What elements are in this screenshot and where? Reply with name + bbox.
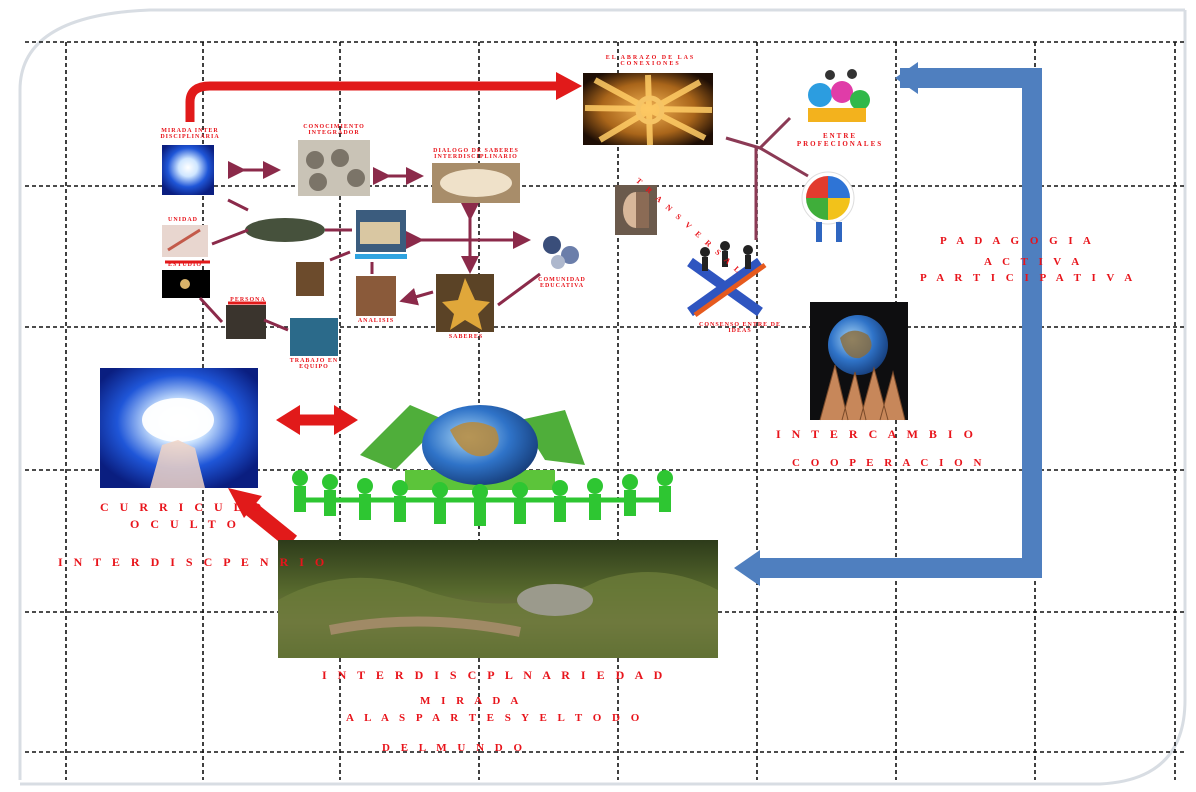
connections-image — [583, 73, 713, 146]
label-oculto: O C U L T O — [130, 517, 240, 531]
label-interdisciplinariedad: I N T E R D I S C P L N A R I E D A D — [322, 668, 667, 682]
recycle-globe-image — [292, 405, 673, 526]
network-nodes — [162, 140, 587, 356]
caption-node-6: COMUNIDAD EDUCATIVA — [538, 277, 586, 289]
label-del-mundo: D E L M U N D O — [382, 742, 527, 754]
caption-node-2: CONOCIMIENTO INTEGRADOR — [303, 124, 365, 136]
network-connectors — [165, 161, 541, 332]
faces-image — [615, 185, 657, 235]
label-partes-todo: A L A S P A R T E S Y E L T O D O — [346, 712, 644, 724]
caption-node-9: TRABAJO EN EQUIPO — [289, 358, 339, 370]
label-mirada: M I R A D A — [420, 695, 523, 707]
caption-node-3: DIALOGO DE SABERES INTERDISCIPLINARIO — [433, 148, 519, 160]
label-pedagogia: P A D A G O G I A — [940, 235, 1095, 247]
caption-node-7: SABERES — [448, 334, 484, 340]
label-curriculo: C U R R I C U L O — [100, 500, 266, 514]
page-frame — [18, 8, 1187, 786]
red-diagonal-arrow — [228, 488, 298, 549]
caption-node-8: ANALISIS — [357, 318, 395, 324]
right-connectors — [725, 116, 809, 240]
red-top-arrow — [185, 72, 582, 122]
glow-hands-image — [100, 368, 258, 488]
hands-globe-image — [810, 302, 908, 421]
caption-node-5: ESTUDIO — [167, 262, 202, 268]
caption-node-1: MIRADA INTER DISCIPLINARIA — [160, 128, 220, 140]
label-between-professionals: ENTRE PROFECIONALES — [796, 132, 884, 148]
caption-node-10: PERSONA — [230, 297, 266, 303]
red-double-arrow — [276, 405, 358, 435]
forest-image — [278, 540, 718, 658]
label-connections: EL ABRAZO DE LAS CONEXIONES — [605, 55, 696, 67]
team-image — [790, 62, 885, 130]
label-cooperacion: C O O P E R A C I O N — [792, 457, 986, 469]
label-activa: A C T I V A — [984, 256, 1084, 268]
blue-feedback-arrow — [734, 62, 1042, 586]
label-consensus: CONSENSO ENTRE DE IDEAS — [698, 322, 781, 334]
caption-node-4: UNIDAD — [168, 217, 198, 223]
label-intercambio: I N T E R C A M B I O — [776, 427, 977, 441]
puzzle-people-image — [801, 171, 855, 242]
crossroads-image — [687, 241, 767, 318]
label-participativa: P A R T I C I P A T I V A — [920, 272, 1137, 284]
label-interdisciplinario: I N T E R D I S C P E N R I O — [58, 555, 329, 569]
